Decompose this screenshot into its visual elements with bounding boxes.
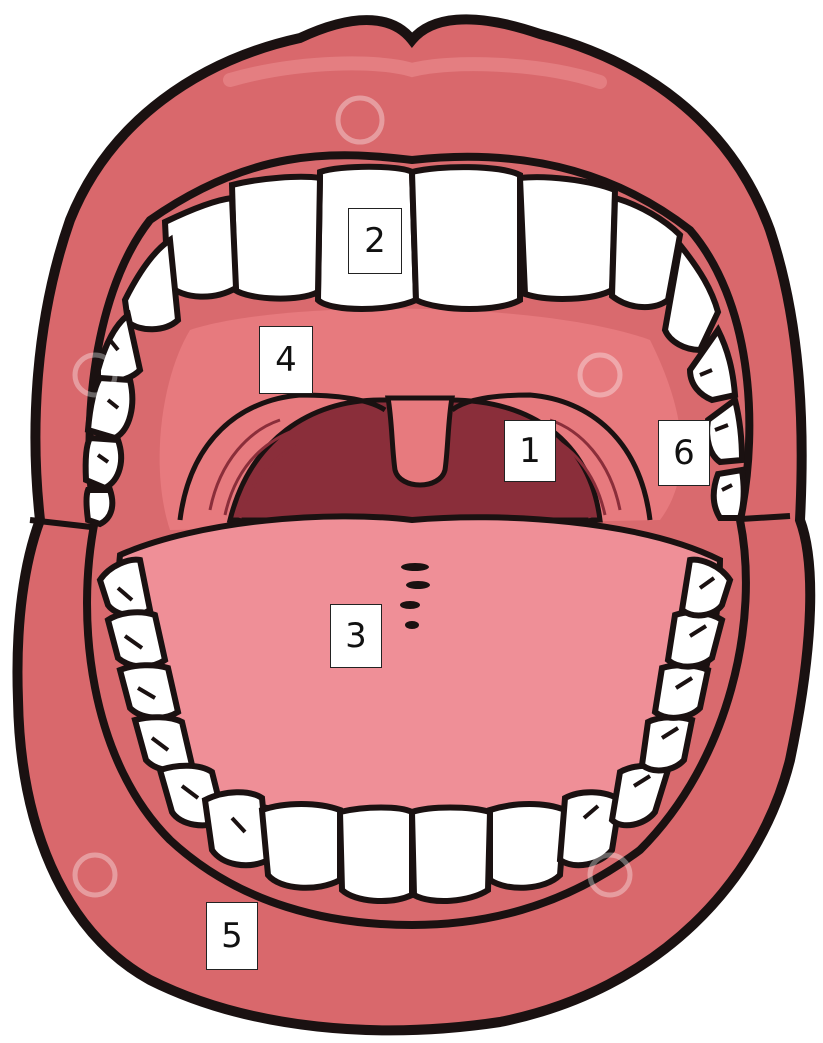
label-2: 2 bbox=[348, 208, 402, 274]
label-6: 6 bbox=[658, 420, 710, 486]
uvula bbox=[388, 398, 452, 485]
label-5: 5 bbox=[206, 902, 258, 970]
label-3: 3 bbox=[330, 604, 382, 668]
label-4: 4 bbox=[259, 326, 313, 394]
label-1: 1 bbox=[504, 420, 556, 482]
